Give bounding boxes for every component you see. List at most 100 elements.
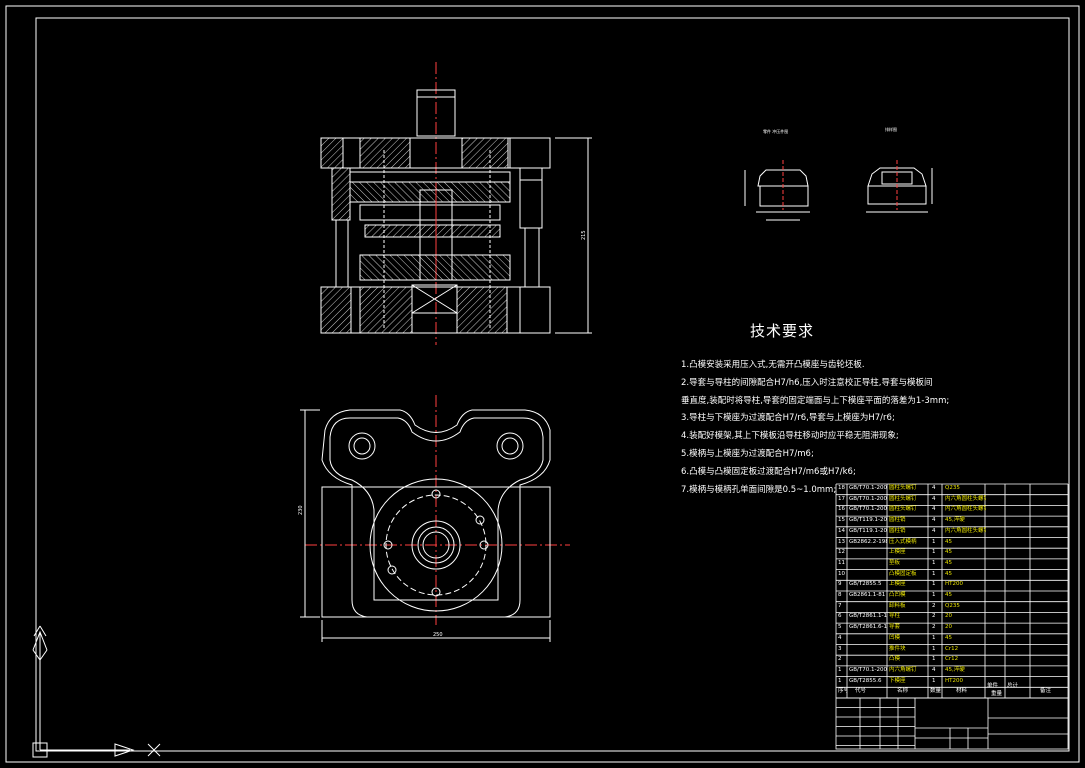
bom-cell: GB/T70.1-2000 [849, 666, 887, 673]
bom-cell: GB/T70.1-2000 [849, 506, 887, 513]
bom-cell: GB/T2855.5 [849, 581, 882, 588]
bom-cell: 凹模 [889, 634, 901, 641]
bom-cell: 20 [945, 613, 952, 620]
bom-cell: 1 [838, 677, 842, 684]
bom-cell: 压入式模柄 [889, 538, 917, 545]
bom-cell: 导套 [889, 624, 901, 631]
bom-cell: 1 [932, 677, 936, 684]
bom-cell: 17 [838, 495, 845, 502]
tech-requirements-list: 1.凸模安装采用压入式,无需开凸模座与齿轮坯板. 2.导套与导柱的间隙配合H7/h… [681, 357, 950, 499]
bom-cell: 上模座 [889, 581, 906, 588]
bom-cell: 15 [838, 517, 845, 524]
bom-cell: 圆柱头螺钉 [889, 485, 917, 491]
bom-cell: 1 [932, 656, 936, 663]
ucs-icon [32, 625, 161, 758]
bom-cell: 1 [838, 666, 842, 673]
bom-cell: Q235 [945, 485, 960, 491]
bom-cell: 序号 [838, 688, 847, 695]
bom-cell: HT200 [945, 677, 963, 684]
bom-table-grid [835, 483, 1069, 750]
bom-cell: 圆柱销 [889, 517, 906, 524]
bom-cell: 2 [838, 656, 842, 663]
bom-cell: GB/T119.1-2000 [849, 527, 887, 534]
bom-cell: 总计 [1007, 683, 1019, 690]
bom-cell: 垫板 [889, 559, 901, 566]
bom-cell: 45 [945, 592, 952, 598]
tech-requirement-item: 4.装配好模架,其上下模板沿导柱移动时应平稳无阻滞现象; [681, 431, 899, 442]
bom-cell: 推件块 [889, 645, 906, 652]
bom-cell: 1 [932, 645, 936, 652]
bom-cell: 圆柱销 [889, 527, 906, 534]
bom-cell: 16 [838, 506, 845, 513]
bom-cell: GB/T2861.1-1990 [849, 613, 887, 620]
bom-cell: 圆柱头螺钉 [889, 495, 917, 502]
bom-cell: 代号 [855, 688, 867, 695]
bom-cell: 6 [838, 613, 842, 620]
bom-cell: GB2861.1-81 [849, 592, 886, 598]
tech-requirements-title: 技术要求 [750, 322, 815, 340]
bom-cell: 45 [945, 634, 952, 641]
bom-cell: 14 [838, 527, 845, 534]
bom-cell: 2 [932, 624, 936, 631]
bom-cell: 45 [945, 549, 952, 556]
bom-cell: 20 [945, 624, 952, 631]
bom-cell: 内六角圆柱头螺钉 [945, 506, 986, 513]
bom-cell: 凸凹模 [889, 592, 906, 598]
bom-cell: 导柱 [889, 613, 901, 620]
bom-cell: 7 [838, 602, 842, 609]
bom-cell: 2 [932, 602, 936, 609]
bom-cell: 内六角螺钉 [889, 666, 917, 673]
inner-border [35, 17, 1070, 752]
bom-cell: 4 [932, 517, 936, 524]
bom-cell: HT200 [945, 581, 963, 588]
bom-cell: 13 [838, 538, 845, 545]
bom-cell: 45 [945, 559, 952, 566]
part-drawing-right [866, 160, 933, 213]
tech-requirement-item: 3.导柱与下模座为过渡配合H7/r6,导套与上模座为H7/r6; [681, 413, 895, 424]
bom-cell: GB/T70.1-2000 [849, 495, 887, 502]
bom-cell: 45,淬硬 [945, 517, 965, 524]
bom-cell: Cr12 [945, 656, 959, 663]
bom-cell: 备注 [1040, 688, 1052, 695]
bom-cell: 凸模固定板 [889, 570, 917, 577]
bom-cell: 上模座 [889, 549, 906, 556]
bom-cell: 内六角圆柱头螺钉 [945, 495, 986, 502]
bom-cell: 3 [838, 645, 842, 652]
bom-cell: 9 [838, 581, 842, 588]
front-height-dim: 215 [581, 230, 587, 240]
bom-cell: 1 [932, 538, 936, 545]
tech-requirement-item: 垂直度,装配时将导柱,导套的固定端面与上下模座平面的落差为1-3mm; [681, 395, 950, 406]
bom-cell: 1 [932, 549, 936, 556]
bom-cell: 45,淬硬 [945, 666, 965, 673]
bom-cell: 1 [932, 559, 936, 566]
bom-cell: 1 [932, 581, 936, 588]
bom-cell: 2 [932, 613, 936, 620]
bom-cell: 下模座 [889, 677, 906, 684]
bom-cell: 圆柱头螺钉 [889, 506, 917, 513]
bom-cell: 数量 [930, 688, 942, 695]
top-width-dim: 250 [433, 632, 443, 638]
part-drawing-left [744, 160, 810, 221]
tech-requirement-item: 7.模柄与模柄孔单面间隙是0.5~1.0mm; [681, 484, 837, 495]
tech-requirement-item: 2.导套与导柱的间隙配合H7/h6,压入时注意校正导柱,导套与模板间 [681, 377, 933, 388]
bom-cell: 材料 [956, 688, 968, 695]
bom-cell: 1 [932, 634, 936, 641]
bom-cell: 18 [838, 485, 845, 491]
bom-cell: 11 [838, 559, 845, 566]
bom-cell: 凸模 [889, 656, 901, 663]
tech-requirement-item: 1.凸模安装采用压入式,无需开凸模座与齿轮坯板. [681, 360, 865, 370]
bom-cell: GB/T70.1-2000 [849, 485, 887, 491]
bom-cell: 4 [932, 485, 936, 491]
bom-cell: 4 [932, 527, 936, 534]
bom-cell: 卸料板 [889, 602, 906, 609]
tech-requirement-item: 5.模柄与上模座为过渡配合H7/m6; [681, 448, 814, 459]
front-section-view [320, 62, 592, 345]
bom-cell: Cr12 [945, 645, 959, 652]
bom-cell: 5 [838, 624, 842, 631]
bom-cell: 10 [838, 570, 845, 577]
bom-cell: 4 [932, 506, 936, 513]
bom-cell: GB/T2861.6-1990 [849, 624, 887, 631]
bom-cell: 单件 [987, 683, 999, 690]
bom-cell: GB/T119.1-2000 [849, 517, 887, 524]
